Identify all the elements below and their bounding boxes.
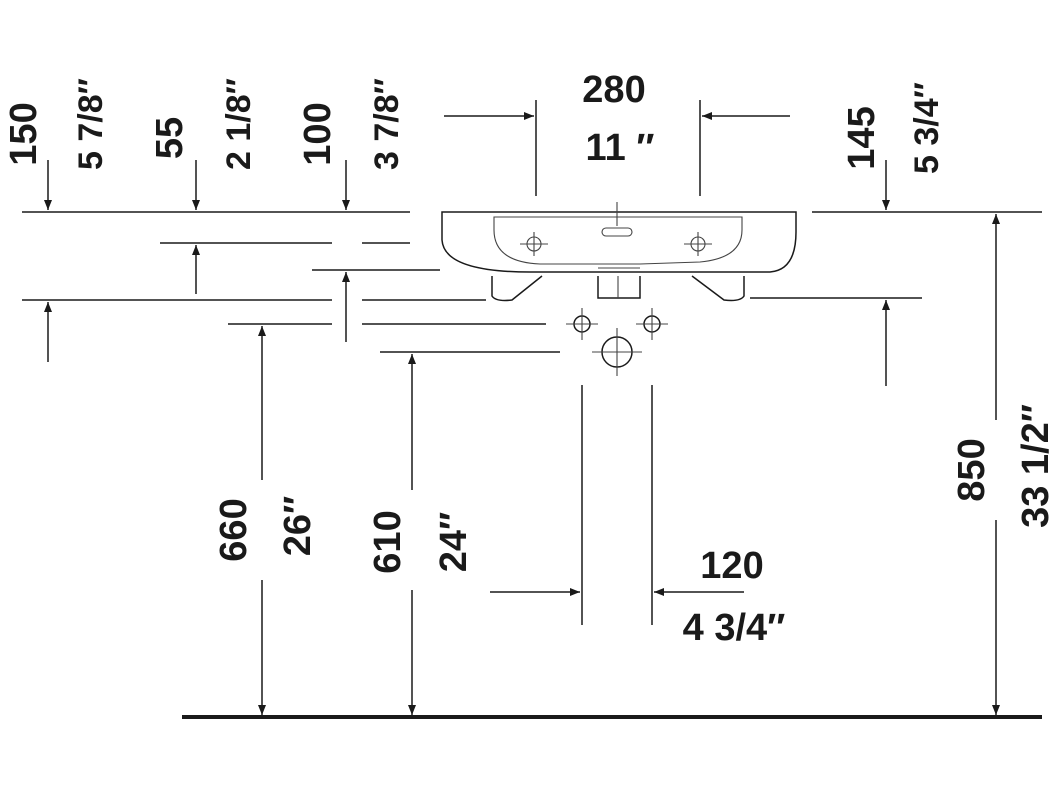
dim-100-inch: 3 7/8″	[368, 78, 406, 170]
dim-850-mm: 850	[951, 438, 993, 501]
dim-280-mm: 280	[582, 69, 645, 111]
dim-120-mm: 120	[700, 545, 763, 587]
dim-150-inch: 5 7/8″	[72, 78, 110, 170]
dim-660-inch: 26″	[277, 496, 319, 556]
reference-lines	[22, 100, 1042, 625]
dim-280-inch: 11 ″	[586, 127, 655, 169]
dim-610-mm: 610	[367, 510, 409, 573]
washbasin-front-view	[441, 202, 797, 302]
dim-610-inch: 24″	[433, 512, 475, 572]
dim-150-mm: 150	[3, 102, 45, 165]
connection-points	[566, 308, 668, 376]
dim-55-mm: 55	[149, 117, 191, 159]
dim-145-mm: 145	[841, 106, 883, 169]
dim-850-inch: 33 1/2″	[1015, 404, 1052, 528]
dim-120-inch: 4 3/4″	[683, 607, 786, 649]
dim-145-inch: 5 3/4″	[908, 82, 946, 174]
dim-100-mm: 100	[297, 102, 339, 165]
dim-55-inch: 2 1/8″	[220, 78, 258, 170]
dimension-arrows	[44, 112, 1000, 715]
dim-660-mm: 660	[213, 498, 255, 561]
